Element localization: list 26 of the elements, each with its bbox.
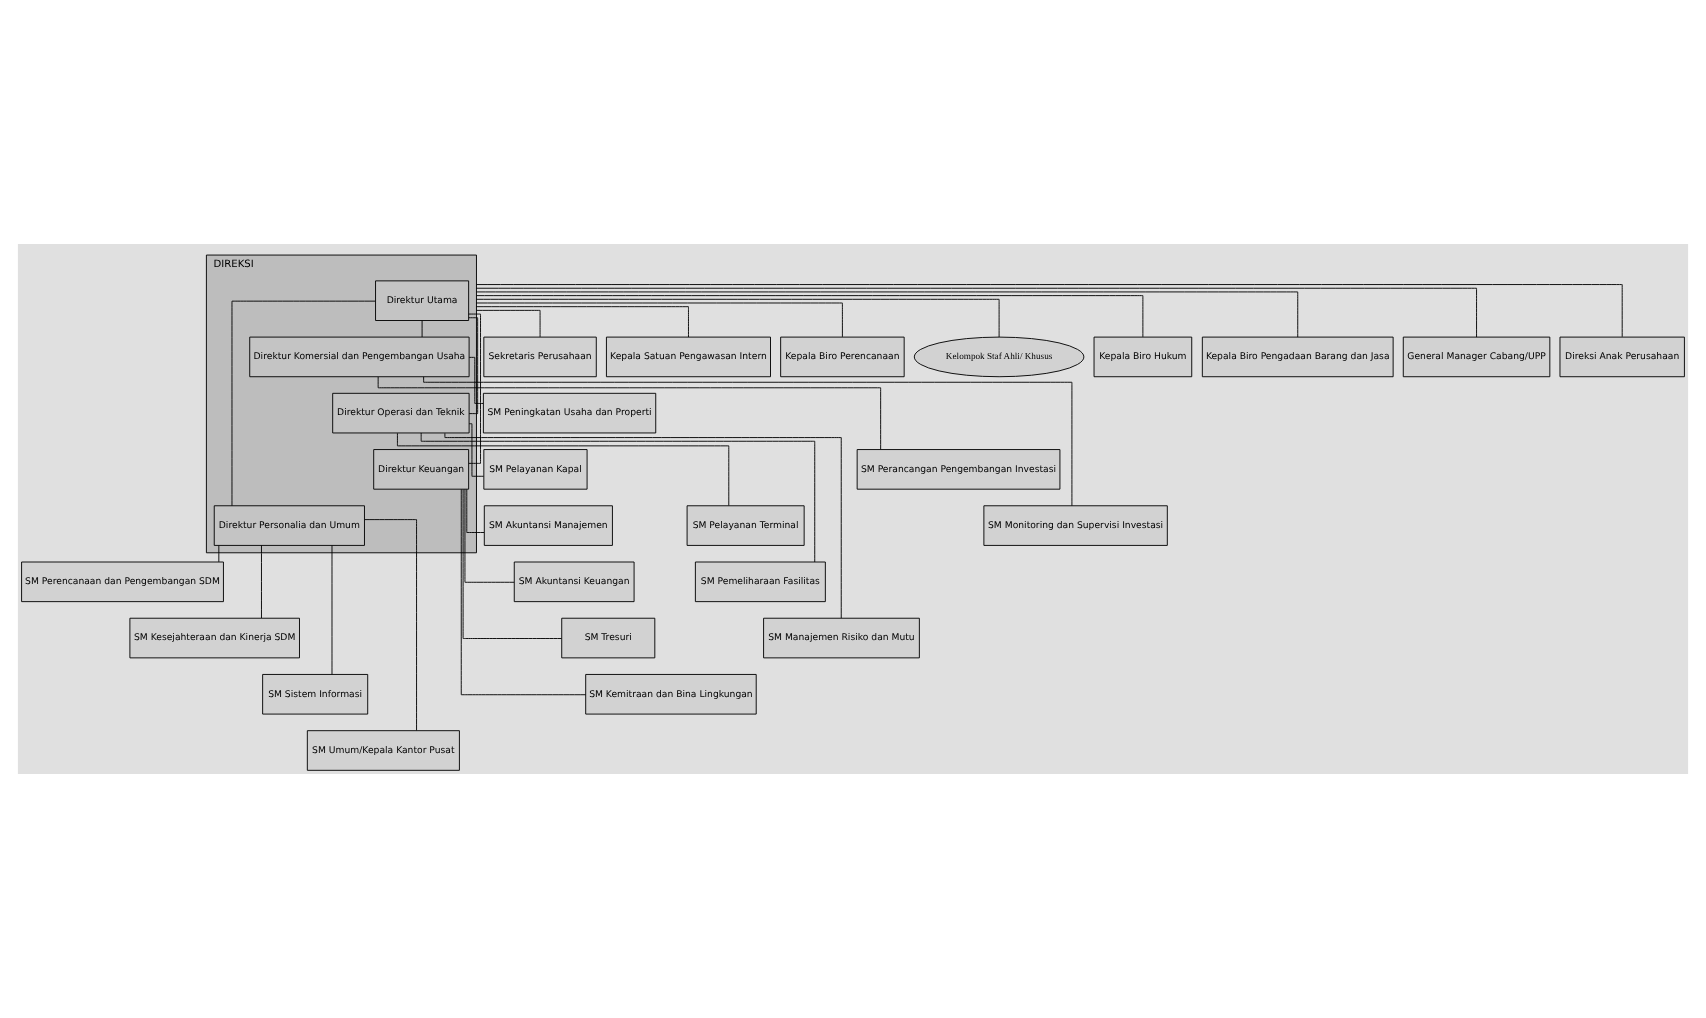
connector xyxy=(423,376,1073,507)
connector xyxy=(476,291,1299,338)
connector xyxy=(476,287,1477,338)
connector xyxy=(468,423,485,477)
connector xyxy=(476,309,541,338)
connector xyxy=(218,545,220,563)
connector xyxy=(421,320,423,338)
connector xyxy=(396,432,730,506)
connector xyxy=(460,488,587,696)
connector xyxy=(466,488,485,533)
connector xyxy=(231,300,376,507)
connector xyxy=(331,545,333,675)
connector xyxy=(462,488,562,639)
connector xyxy=(364,519,417,731)
connector xyxy=(468,356,484,404)
connector xyxy=(468,313,481,464)
connector xyxy=(464,488,515,583)
connector xyxy=(420,432,816,563)
connector xyxy=(476,284,1623,338)
connector xyxy=(468,317,479,415)
connector xyxy=(444,432,842,619)
connector xyxy=(476,306,689,338)
connector xyxy=(261,545,262,619)
connector xyxy=(476,295,1144,338)
connector xyxy=(476,298,1000,338)
connector xyxy=(476,302,843,338)
